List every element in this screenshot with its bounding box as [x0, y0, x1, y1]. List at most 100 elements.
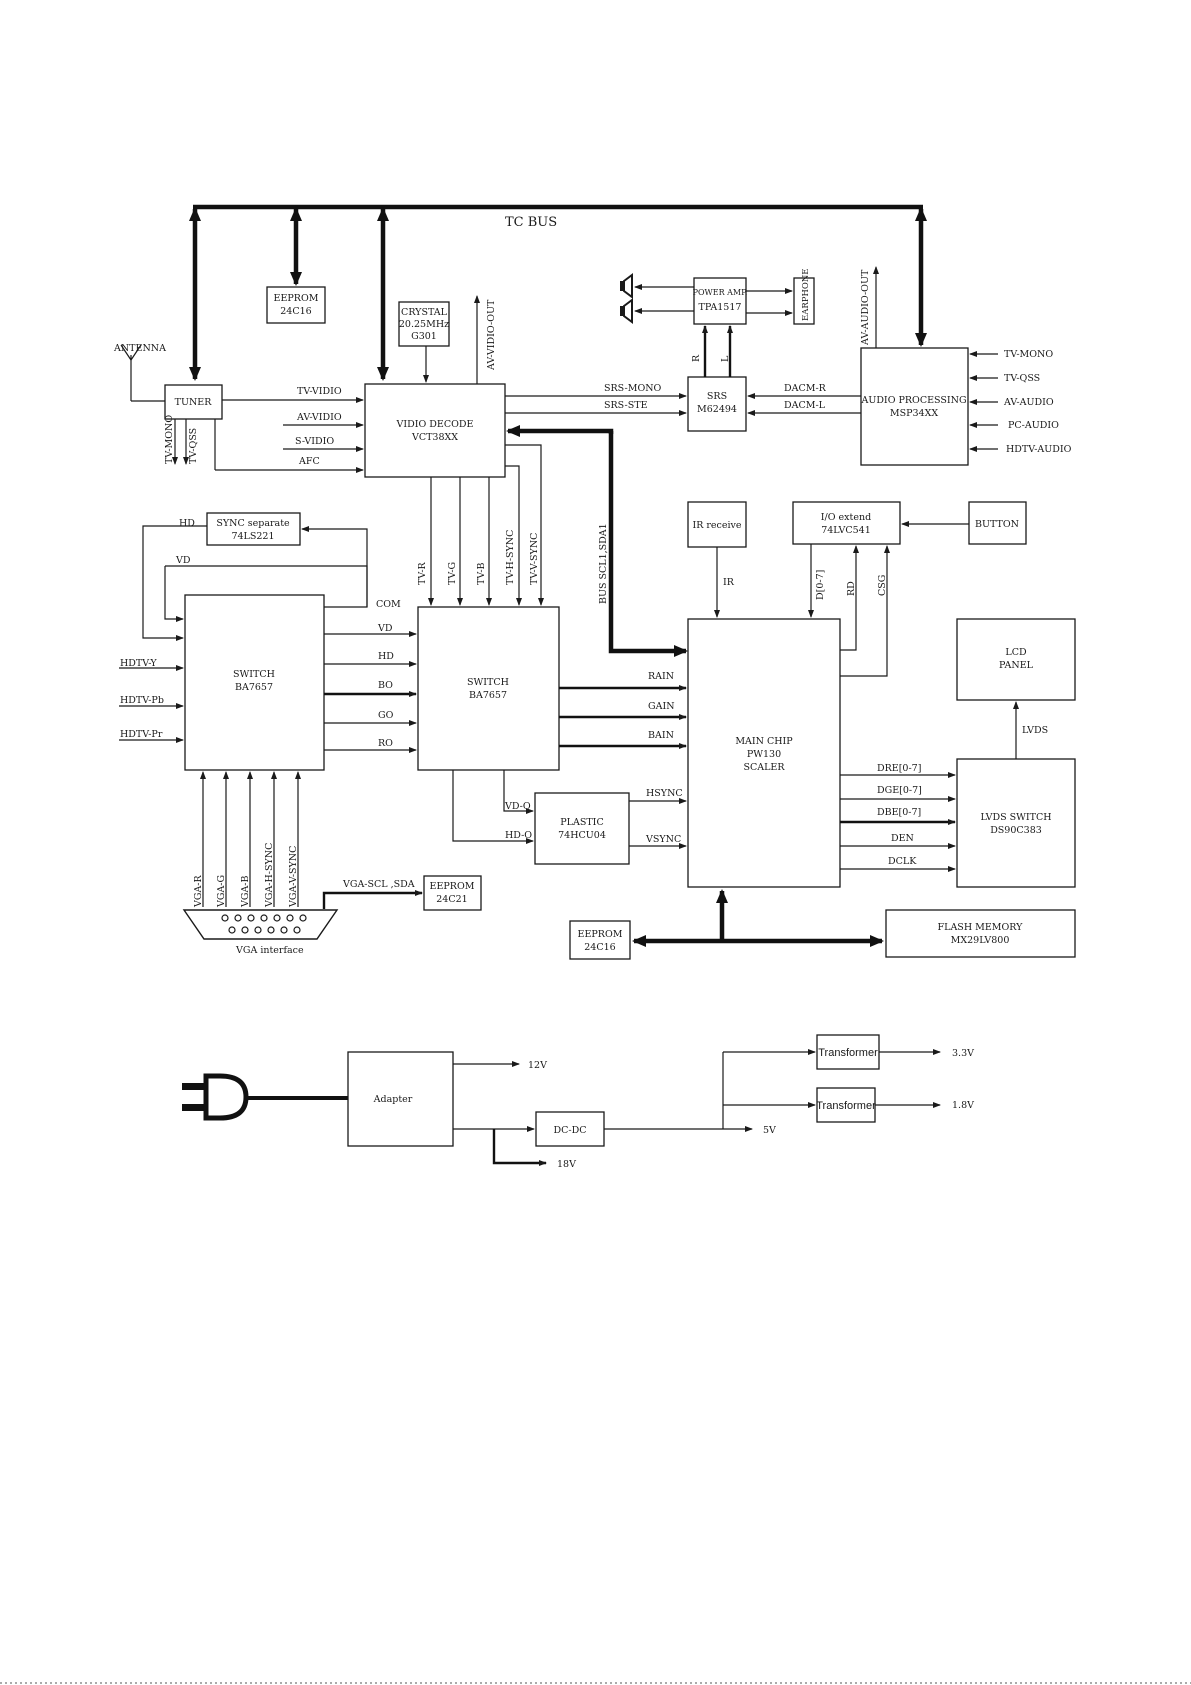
- adapter-block: Adapter: [347, 1051, 454, 1147]
- srs-l-label: L: [720, 355, 731, 362]
- s-video-label: S-VIDIO: [295, 436, 334, 447]
- srs-part: M62494: [697, 404, 737, 415]
- ap-tv-qss-label: TV-QSS: [1004, 373, 1040, 384]
- transformer2-name: Transformer: [816, 1100, 876, 1112]
- dre-label: DRE[0-7]: [877, 763, 921, 774]
- av-video-out-label: AV-VIDIO-OUT: [486, 299, 497, 371]
- go-label: GO: [378, 710, 394, 721]
- tv-mono-label: TV-MONO: [164, 415, 175, 464]
- eeprom-top-name: EEPROM: [274, 293, 319, 304]
- power-amp-part: TPA1517: [699, 302, 742, 313]
- hd-label: HD: [179, 518, 195, 529]
- srs-name: SRS: [707, 391, 727, 402]
- crystal-part: G301: [411, 331, 437, 342]
- plastic-name: PLASTIC: [560, 817, 603, 828]
- power-amp-block: POWER AMP. TPA1517: [693, 277, 747, 325]
- audio-processing-name: AUDIO PROCESSING: [860, 395, 966, 406]
- dcdc-name: DC-DC: [554, 1125, 587, 1136]
- lvds-switch-block: LVDS SWITCH DS90C383: [956, 758, 1076, 888]
- dacm-r-label: DACM-R: [784, 383, 827, 394]
- video-decode-part: VCT38XX: [411, 432, 458, 443]
- speaker-icon: [620, 298, 633, 324]
- rd-label: RD: [846, 581, 857, 596]
- lvds-switch-part: DS90C383: [990, 825, 1042, 836]
- bo-label: BO: [378, 680, 393, 691]
- speaker-icon: [620, 273, 633, 299]
- afc-label: AFC: [298, 456, 320, 467]
- v18b-label: 1.8V: [952, 1100, 974, 1111]
- io-extend-name: I/O extend: [821, 512, 871, 523]
- bus-scl-sda-label: BUS SCL1,SDA1: [598, 523, 609, 604]
- tv-qss-label: TV-QSS: [188, 428, 199, 464]
- dbe-label: DBE[0-7]: [877, 807, 921, 818]
- lvds-switch-name: LVDS SWITCH: [980, 812, 1051, 823]
- switch1-block: SWITCH BA7657: [184, 594, 325, 771]
- dacm-l-label: DACM-L: [784, 400, 826, 411]
- tv-b-label: TV-B: [476, 562, 487, 585]
- eeprom-vga-part: 24C21: [436, 894, 467, 905]
- tuner-name: TUNER: [175, 397, 213, 408]
- ir-label: IR: [723, 577, 735, 588]
- com-label: COM: [376, 599, 401, 610]
- eeprom-bottom-name: EEPROM: [578, 929, 623, 940]
- eeprom-bottom-part: 24C16: [584, 942, 615, 953]
- video-decode-name: VIDIO DECODE: [396, 419, 474, 430]
- tuner-block: TUNER: [164, 384, 223, 420]
- vd-o-label: VD-O: [504, 801, 531, 812]
- dcdc-block: DC-DC: [535, 1111, 605, 1147]
- tv-r-label: TV-R: [417, 561, 428, 585]
- crystal-freq: 20.25MHz: [399, 319, 449, 330]
- av-video-label: AV-VIDIO: [296, 412, 342, 423]
- sync-separate-name: SYNC separate: [216, 518, 290, 529]
- switch1-name: SWITCH: [233, 669, 275, 680]
- v33-label: 3.3V: [952, 1048, 974, 1059]
- ir-receive-name: IR receive: [692, 520, 741, 531]
- transformer1-block: Transformer: [816, 1034, 880, 1070]
- hdtv-y-label: HDTV-Y: [120, 658, 157, 669]
- av-audio-label: AV-AUDIO: [1003, 397, 1054, 408]
- den-label: DEN: [891, 833, 914, 844]
- switch1-part: BA7657: [235, 682, 273, 693]
- vga-connector-icon: [182, 909, 339, 940]
- rain-label: RAIN: [648, 671, 674, 682]
- vsync-label: VSYNC: [645, 834, 681, 845]
- ro-label: RO: [378, 738, 393, 749]
- srs-block: SRS M62494: [687, 376, 747, 432]
- tv-g-label: TV-G: [447, 562, 458, 585]
- sync-separate-block: SYNC separate 74LS221: [206, 512, 301, 546]
- main-chip-name: MAIN CHIP: [735, 736, 793, 747]
- hsync-label: HSYNC: [646, 788, 683, 799]
- v18-label: 18V: [557, 1159, 576, 1170]
- switch2-part: BA7657: [469, 690, 507, 701]
- earphone-name: EARPHONE: [801, 269, 811, 322]
- transformer1-name: Transformer: [818, 1047, 878, 1059]
- eeprom-vga-block: EEPROM 24C21: [423, 875, 482, 911]
- vga-g-label: VGA-G: [216, 875, 227, 908]
- lvds-label: LVDS: [1022, 725, 1048, 736]
- switch2-block: SWITCH BA7657: [417, 606, 560, 771]
- gain-label: GAIN: [648, 701, 675, 712]
- v5-label: 5V: [763, 1125, 776, 1136]
- vga-interface-label: VGA interface: [235, 945, 304, 956]
- lcd-panel-role: PANEL: [999, 660, 1034, 671]
- earphone-block: EARPHONE: [793, 269, 815, 325]
- tc-bus: TC BUS: [189, 204, 927, 381]
- plastic-part: 74HCU04: [558, 830, 606, 841]
- button-name: BUTTON: [975, 519, 1019, 530]
- av-audio-out-label: AV-AUDIO-OUT: [860, 269, 871, 346]
- hd-o-label: HD-O: [505, 830, 532, 841]
- tv-video-label: TV-VIDIO: [297, 386, 342, 397]
- main-chip-block: MAIN CHIP PW130 SCALER: [687, 618, 841, 888]
- main-chip-role: SCALER: [743, 762, 785, 773]
- eeprom-top-block: EEPROM 24C16: [266, 286, 326, 324]
- srs-r-label: R: [691, 354, 702, 362]
- lcd-panel-name: LCD: [1005, 647, 1027, 658]
- hdtv-audio-label: HDTV-AUDIO: [1006, 444, 1072, 455]
- io-extend-part: 74LVC541: [821, 525, 871, 536]
- flash-memory-block: FLASH MEMORY MX29LV800: [885, 909, 1076, 958]
- ap-tv-mono-label: TV-MONO: [1004, 349, 1053, 360]
- lcd-panel-block: LCD PANEL: [956, 618, 1076, 701]
- plastic-block: PLASTIC 74HCU04: [534, 792, 630, 865]
- antenna-icon: [120, 344, 165, 402]
- hdtv-pb-label: HDTV-Pb: [120, 695, 164, 706]
